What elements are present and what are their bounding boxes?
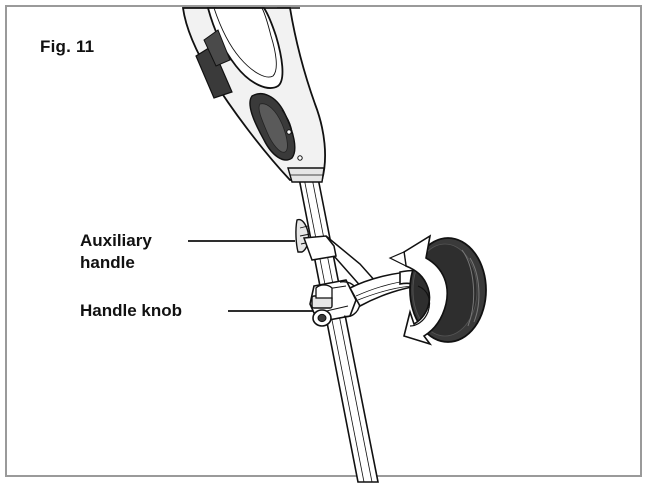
callout-auxiliary-handle: Auxiliary handle [80, 230, 190, 274]
callout-handle-knob: Handle knob [80, 301, 183, 320]
callout-auxiliary-handle-line1: Auxiliary [80, 231, 152, 250]
callout-auxiliary-handle-line2: handle [80, 253, 135, 272]
figure-label: Fig. 11 [40, 37, 95, 56]
handle-knob [311, 284, 333, 327]
upper-housing [181, 7, 326, 183]
auxiliary-handle [302, 234, 487, 346]
main-shaft [298, 177, 379, 483]
